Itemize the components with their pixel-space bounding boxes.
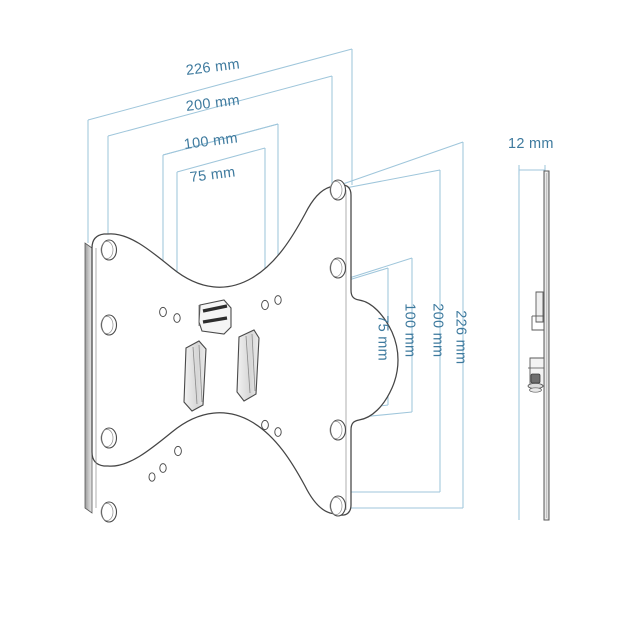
dimension-label-vesa-200-height: 200 mm [429, 303, 446, 358]
dimension-lines-horizontal [87, 48, 353, 318]
dimension-label-overall-height: 226 mm [452, 310, 469, 365]
dimension-label-vesa-75-height: 75 mm [374, 315, 391, 362]
corner-holes-right [329, 179, 347, 517]
plate-left-edge-shading [84, 242, 93, 514]
corner-holes-left [100, 239, 118, 523]
vesa-hole [173, 313, 181, 323]
vesa-holes [148, 295, 282, 482]
corner-hole [100, 314, 118, 336]
corner-hole [100, 501, 118, 523]
vesa-hole [261, 299, 269, 311]
dimension-line-depth [518, 165, 546, 520]
corner-hole [329, 257, 347, 279]
dimension-label-profile-thickness: 12 mm [508, 136, 554, 152]
corner-hole [329, 419, 347, 441]
vesa-hole [274, 427, 282, 437]
mounting-hook-tab [183, 340, 207, 412]
corner-hole [329, 495, 347, 517]
vesa-hole [148, 472, 156, 482]
side-profile-view [527, 170, 550, 521]
vesa-hole [261, 419, 269, 431]
side-latch-assembly [527, 357, 545, 393]
front-plate-view [84, 179, 399, 523]
vesa-hole [159, 463, 167, 473]
corner-hole [100, 427, 118, 449]
corner-hole [100, 239, 118, 261]
vesa-hole [274, 295, 282, 305]
corner-hole [329, 179, 347, 201]
mounting-hook-tab [236, 329, 260, 402]
side-hook-detail [535, 291, 544, 323]
vesa-hole [174, 445, 182, 457]
dimension-label-vesa-100-height: 100 mm [401, 303, 418, 358]
vesa-hole [159, 306, 167, 318]
cable-clip-icon [198, 299, 232, 335]
